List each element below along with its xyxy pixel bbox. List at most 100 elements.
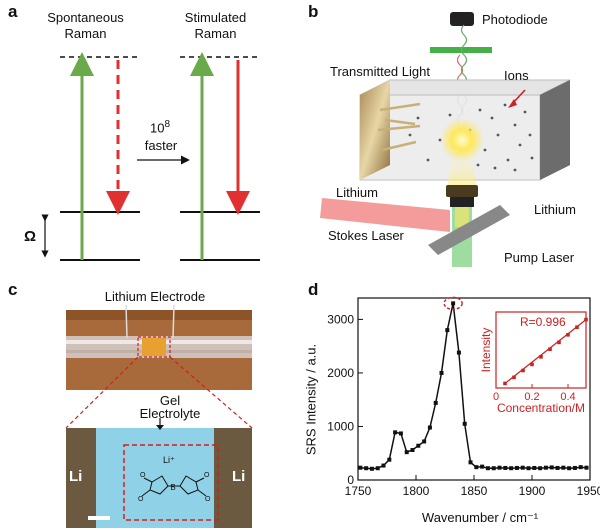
spontaneous-line2: Raman bbox=[64, 26, 107, 41]
x-tick-label: 1900 bbox=[519, 484, 546, 498]
spectrum-point bbox=[509, 466, 514, 471]
pump-laser-label: Pump Laser bbox=[504, 250, 575, 265]
spectrum-point bbox=[410, 448, 415, 453]
omega-label: Ω bbox=[24, 228, 37, 245]
stokes-beam bbox=[320, 198, 450, 232]
spectrum-point bbox=[520, 465, 525, 470]
inset-frame bbox=[495, 311, 587, 389]
spectrum-point bbox=[567, 466, 572, 471]
lithium-right-label: Lithium bbox=[534, 202, 576, 217]
svg-text:O: O bbox=[138, 496, 144, 503]
spectrum-point bbox=[462, 421, 467, 426]
gel-region bbox=[142, 338, 166, 356]
li-plus-label: Li⁺ bbox=[163, 455, 175, 465]
spectrum-point bbox=[503, 465, 508, 470]
stimulated-line1: Stimulated bbox=[184, 10, 247, 25]
svg-text:O: O bbox=[205, 496, 211, 503]
spectrum-point bbox=[491, 466, 496, 471]
laser-focus-glow bbox=[440, 118, 484, 162]
panel-b-label: b bbox=[308, 2, 319, 21]
x-tick-label: 1800 bbox=[403, 484, 430, 498]
spectrum-point bbox=[514, 465, 519, 470]
spectrum-point bbox=[578, 465, 583, 470]
measurement-setup-illustration bbox=[320, 12, 571, 267]
svg-text:O: O bbox=[204, 472, 210, 479]
libob-structure bbox=[141, 475, 207, 497]
energy-diagram bbox=[41, 52, 260, 261]
inset-point bbox=[530, 362, 534, 367]
x-tick-label: 1850 bbox=[461, 484, 488, 498]
inset-point bbox=[584, 317, 588, 322]
inset-point bbox=[512, 375, 516, 380]
spectrum-point bbox=[555, 465, 560, 470]
stokes-laser-label: Stokes Laser bbox=[328, 228, 404, 243]
svg-text:B: B bbox=[170, 483, 175, 492]
spectrum-point bbox=[497, 465, 502, 470]
x-tick-label: 1750 bbox=[345, 484, 372, 498]
spectrum-point bbox=[549, 465, 554, 470]
spectrum-point bbox=[572, 465, 577, 470]
dichroic-mirror bbox=[428, 205, 510, 255]
spectrum-point bbox=[474, 465, 479, 470]
spectrum-point bbox=[451, 301, 456, 306]
panel-c-label: c bbox=[8, 280, 18, 299]
lithium-electrode-right bbox=[540, 80, 570, 180]
spectrum-point bbox=[398, 431, 403, 436]
srs-spectrum-chart: 17501800185019001950010002000300000.20.4… bbox=[327, 296, 600, 498]
y-tick-label: 3000 bbox=[327, 312, 354, 326]
inset-point bbox=[503, 381, 507, 386]
objective-bottom bbox=[450, 197, 474, 207]
inset-x-tick-label: 0.2 bbox=[524, 391, 539, 403]
spectrum-point bbox=[456, 350, 461, 355]
dendrites bbox=[377, 102, 421, 152]
spectrum-point bbox=[416, 443, 421, 448]
spectrum-point bbox=[381, 463, 386, 468]
speedup-label: 108 bbox=[140, 117, 180, 136]
peak-highlight bbox=[443, 296, 463, 311]
spectrum-line bbox=[360, 303, 587, 470]
stimulated-line2: Raman bbox=[194, 26, 237, 41]
ions-label: Ions bbox=[504, 68, 529, 83]
x-axis-label: Wavenumber / cm⁻¹ bbox=[421, 510, 539, 525]
inset-point bbox=[566, 333, 570, 337]
inset-x-tick-label: 0.4 bbox=[560, 391, 575, 403]
inset-point bbox=[539, 355, 543, 359]
inset-point bbox=[557, 340, 561, 345]
spectrum-point bbox=[480, 464, 485, 469]
gel-arrow bbox=[156, 418, 164, 430]
spectrum-point bbox=[468, 460, 473, 465]
panel-a-label: a bbox=[8, 2, 18, 21]
lithium-electrode-left bbox=[360, 80, 390, 180]
y-tick-label: 1000 bbox=[327, 419, 354, 433]
spectrum-point bbox=[543, 465, 548, 470]
inset-x-label: Concentration/M bbox=[497, 401, 585, 415]
spectrum-point bbox=[364, 466, 369, 471]
li-left-label: Li bbox=[69, 468, 83, 485]
y-tick-label: 2000 bbox=[327, 366, 354, 380]
spectrum-point bbox=[526, 466, 531, 471]
spectrum-point bbox=[358, 465, 363, 470]
inset-y-label: Intensity bbox=[479, 328, 493, 373]
spontaneous-line1: Spontaneous bbox=[47, 10, 124, 25]
transmitted-light-label: Transmitted Light bbox=[330, 64, 430, 79]
spectrum-point bbox=[445, 328, 450, 333]
spectrum-point bbox=[439, 370, 444, 375]
electrolyte-label: Electrolyte bbox=[139, 406, 201, 421]
lithium-left-label: Lithium bbox=[336, 185, 378, 200]
spectrum-point bbox=[532, 465, 537, 470]
spectrum-point bbox=[422, 439, 427, 444]
spectrum-point bbox=[393, 430, 398, 435]
cell-photographs: B O O O O bbox=[65, 304, 253, 528]
spectrum-point bbox=[369, 466, 374, 471]
svg-text:O: O bbox=[140, 472, 146, 479]
inset-point bbox=[548, 347, 552, 352]
li-right-label: Li bbox=[232, 468, 246, 485]
inset-fit-line bbox=[504, 319, 587, 384]
speedup-exp: 8 bbox=[164, 119, 171, 130]
lithium-electrode-label: Lithium Electrode bbox=[104, 289, 206, 304]
panel-d-label: d bbox=[308, 280, 319, 299]
spectrum-point bbox=[404, 450, 409, 455]
inset-point bbox=[521, 368, 525, 373]
stimulated-raman-title: Stimulated Raman bbox=[168, 10, 263, 42]
